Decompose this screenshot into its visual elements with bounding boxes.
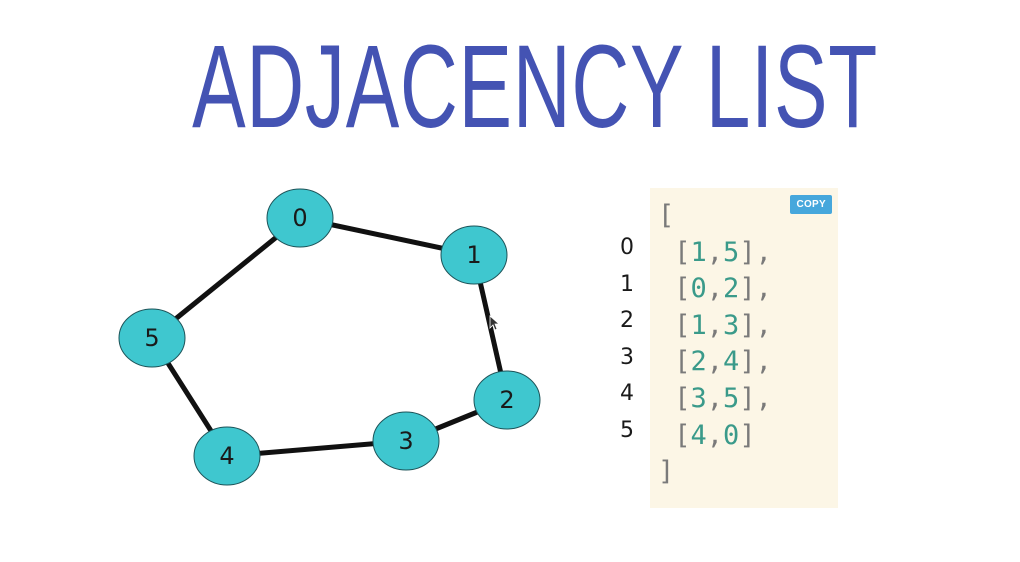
bracket: [ [658, 346, 691, 378]
node-label: 0 [292, 204, 307, 232]
node-label: 4 [219, 442, 234, 470]
node-circle [266, 188, 334, 248]
node-label: 5 [144, 324, 159, 352]
bracket: [ [658, 419, 691, 451]
bracket: ], [739, 382, 772, 414]
bracket: ], [739, 273, 772, 305]
node-label: 3 [398, 427, 413, 455]
neighbor-value: 5 [723, 382, 740, 414]
code-close-bracket: ] [658, 456, 675, 488]
row-index: 0 [620, 235, 634, 260]
neighbor-value: 4 [723, 346, 740, 378]
node-1: 1 [440, 225, 508, 285]
neighbor-value: 0 [690, 273, 707, 305]
neighbor-value: 3 [723, 309, 740, 341]
node-2: 2 [473, 370, 541, 430]
bracket: ], [739, 309, 772, 341]
node-3: 3 [372, 411, 440, 471]
page-title: ADJACENCY LIST [192, 21, 878, 153]
node-label: 1 [466, 241, 481, 269]
row-index: 4 [620, 381, 634, 407]
node-circle [440, 225, 508, 285]
neighbor-value: 2 [723, 273, 740, 305]
comma: , [706, 346, 724, 378]
bracket: [ [658, 382, 691, 414]
node-circle [372, 411, 440, 471]
row-index: 1 [620, 271, 634, 297]
code-row: [0,2], [658, 271, 772, 308]
node-5: 5 [118, 308, 186, 368]
code-row: [1,3], [658, 308, 772, 345]
bracket: ], [739, 236, 772, 268]
neighbor-value: 5 [723, 236, 740, 268]
comma: , [706, 382, 724, 414]
bracket: ], [739, 346, 772, 378]
code-row: [3,5], [658, 381, 772, 418]
neighbor-value: 2 [690, 346, 707, 378]
copy-button[interactable]: COPY [790, 195, 832, 214]
adjacency-index-column: 0 1 2 3 4 5 [612, 230, 642, 450]
row-index: 3 [620, 344, 634, 370]
row-index: 5 [620, 417, 634, 443]
comma: , [706, 273, 724, 305]
adjacency-code: [ [1,5], [0,2], [1,3], [2,4], [3,5], [4,… [658, 198, 772, 491]
code-row: [1,5], [658, 235, 772, 272]
graph-nodes: 0 1 2 3 4 5 [118, 188, 541, 486]
mouse-cursor-icon [489, 315, 501, 331]
bracket: [ [658, 273, 691, 305]
node-0: 0 [266, 188, 334, 248]
bracket: ] [739, 419, 756, 451]
node-circle [118, 308, 186, 368]
bracket: [ [658, 309, 691, 341]
node-circle [473, 370, 541, 430]
node-4: 4 [193, 426, 261, 486]
comma: , [706, 236, 724, 268]
comma: , [706, 419, 724, 451]
node-label: 2 [499, 386, 514, 414]
code-open-bracket: [ [658, 200, 675, 231]
code-block: COPY [ [1,5], [0,2], [1,3], [2,4], [3,5]… [650, 188, 838, 508]
bracket: [ [658, 236, 691, 268]
comma: , [706, 309, 724, 341]
neighbor-value: 1 [690, 236, 707, 268]
code-row: [2,4], [658, 344, 772, 381]
neighbor-value: 4 [690, 419, 707, 451]
neighbor-value: 0 [723, 419, 740, 451]
neighbor-value: 3 [690, 382, 707, 414]
row-index: 2 [620, 308, 634, 334]
code-row: [4,0] [658, 418, 772, 455]
neighbor-value: 1 [690, 309, 707, 341]
edge-5-0 [149, 215, 303, 341]
node-circle [193, 426, 261, 486]
